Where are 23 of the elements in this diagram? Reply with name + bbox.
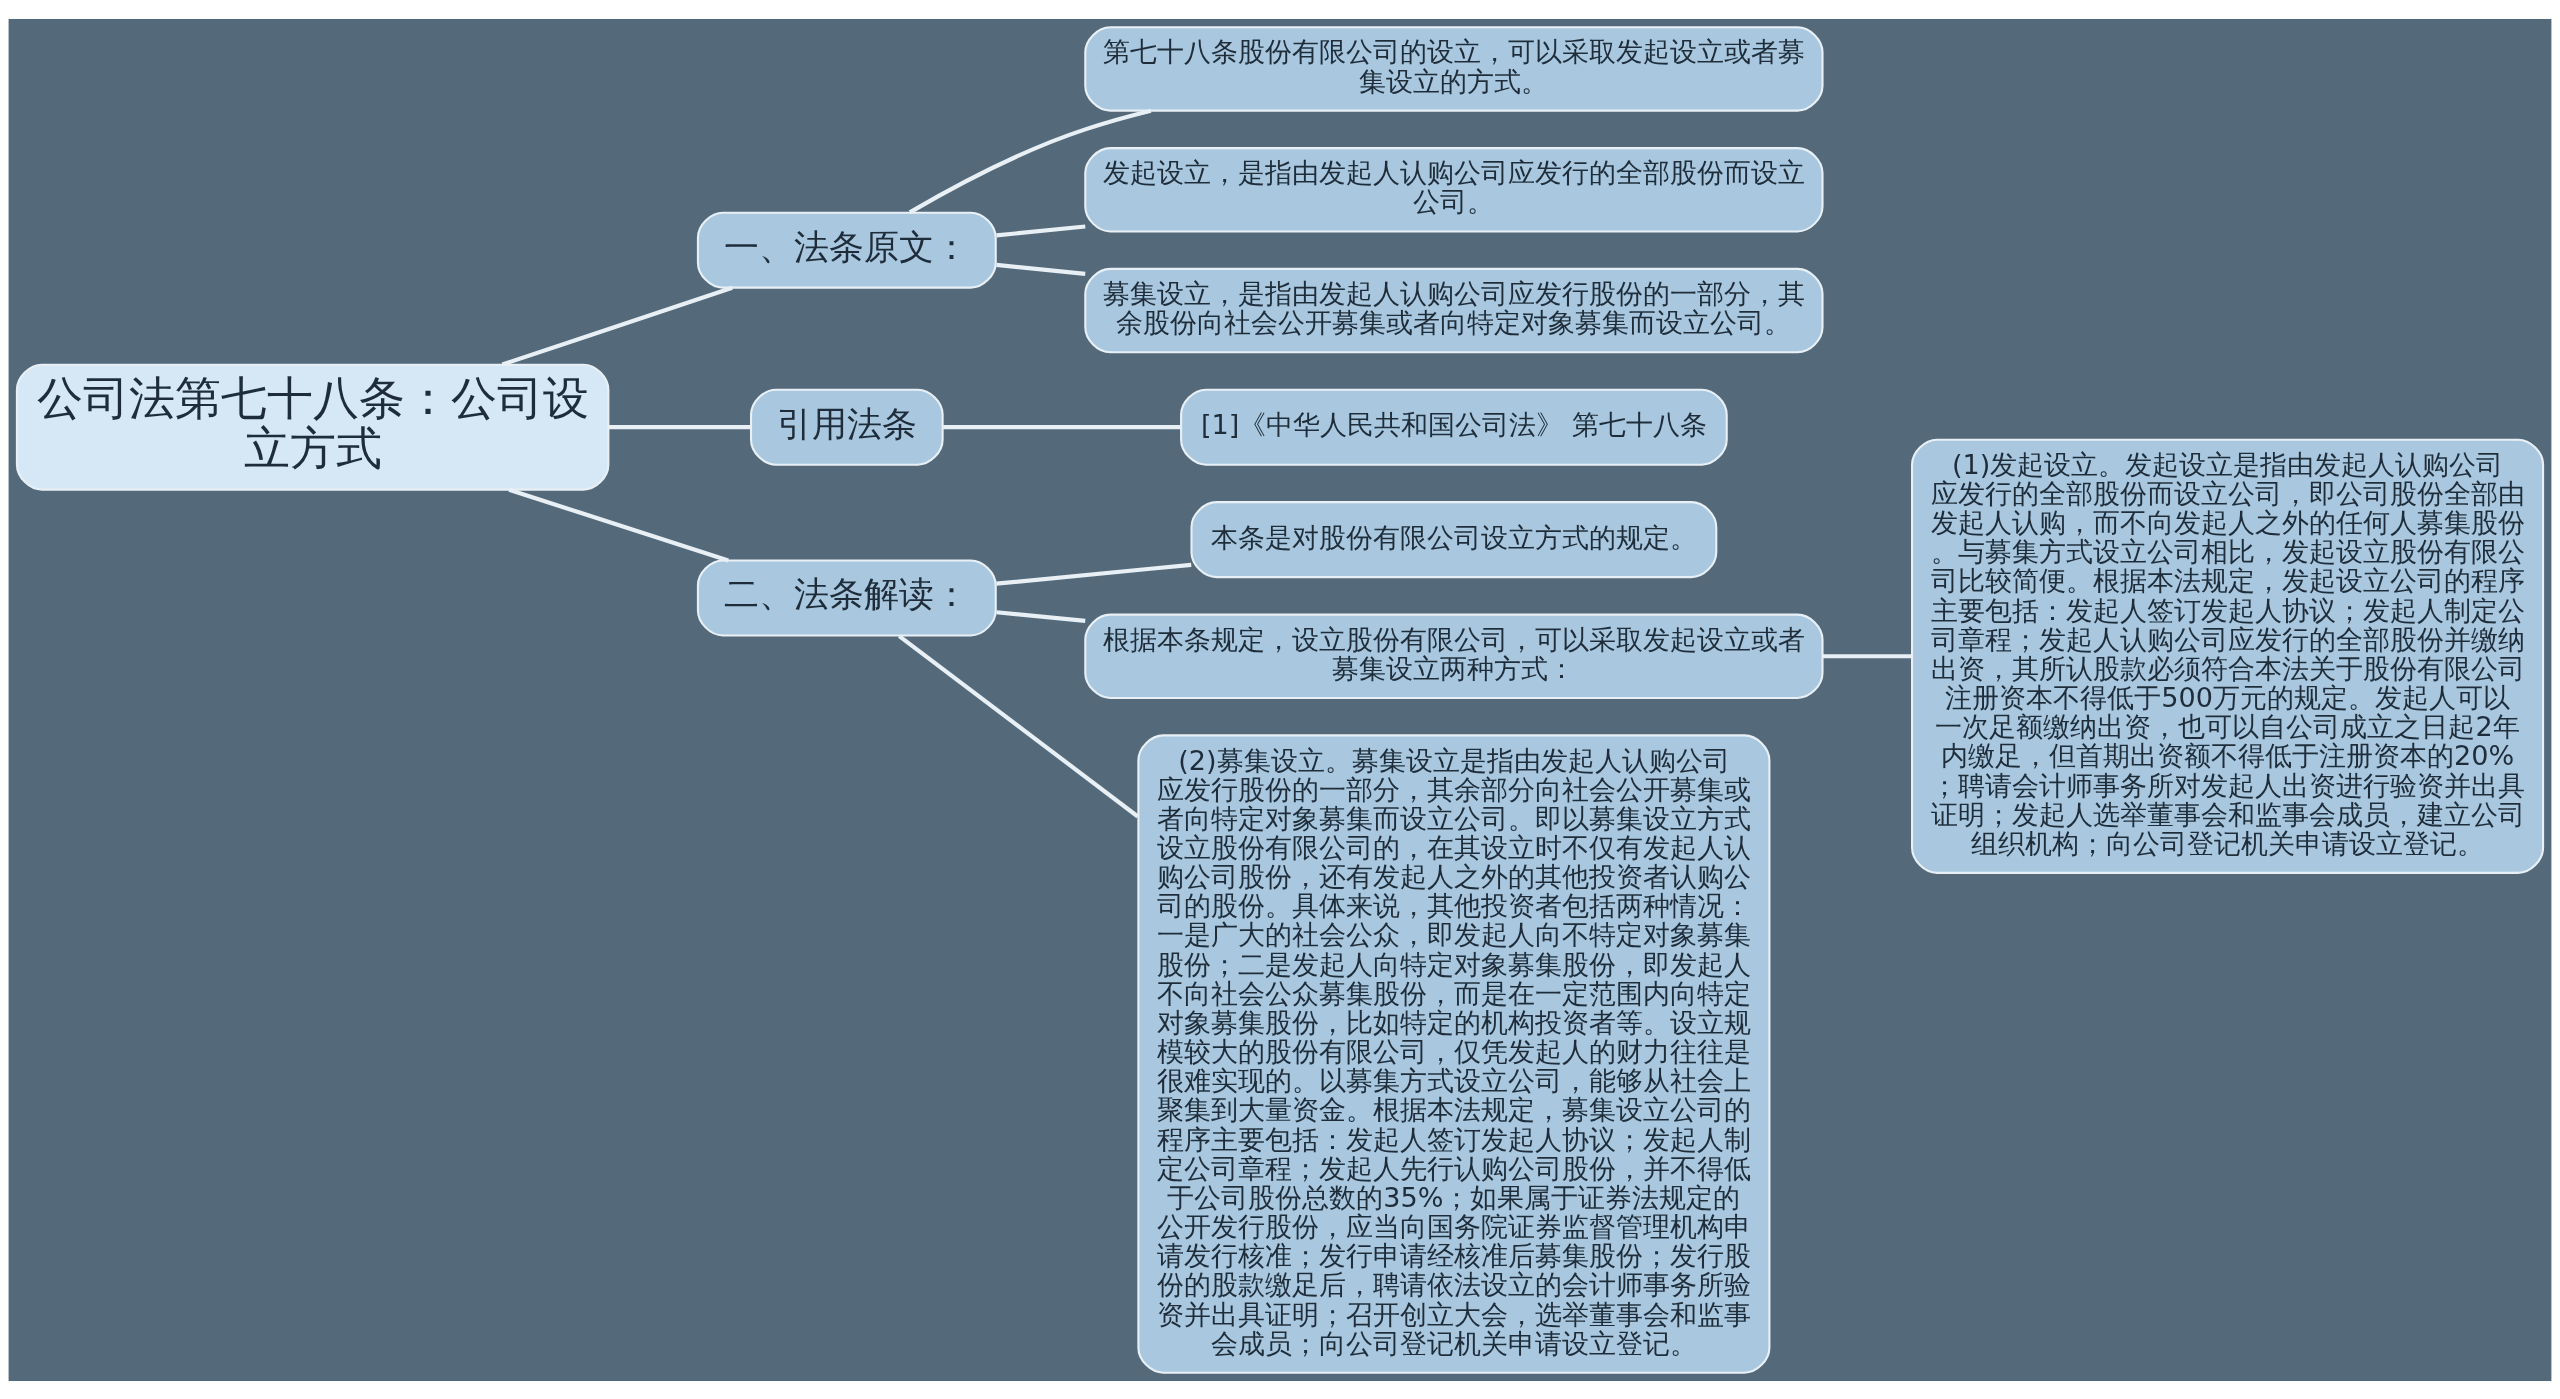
node-box: 一、法条原文： — [696, 211, 997, 289]
node-box: (2)募集设立。募集设立是指由发起人认购公司应发行股份的一部分，其余部分向社会公开募集或者向特定对象募集而设立公司。即以募集设立方式设立股份有限公司的，在其设立时不仅有发起人认购公司股份，还有发起人之外的其他投资者认购公司的股份。具体来说，其他投资者包括两种情况：一是广大的社会公众，即发起人向不特定对象募集股份；二是发起人向特定对象募集股份，即发起人不向社会公众募集股份，而是在一定范围内向特定对象募集股份，比如特定的机构投资者等。设立规模较大的股份有限公司，仅凭发起人的财力往往是很难实现的。以募集方式设立公司，能够从社会上聚集到大量资金。根据本法规定，募集设立公司的程序主要包括：发起人签订发起人协议；发起人制定公司章程；发起人先行认购公司股份，并不得低于公司股份总数的35%；如果属于证券法规定的公开发行股份，应当向国务院证券监督管理机构申请发行核准；发行申请经核准后募集股份；发行股份的股款缴足后，聘请依法设立的会计师事务所验资并出具证明；召开创立大会，选举董事会和监事会成员；向公司登记机关申请设立登记。 — [1137, 733, 1771, 1374]
node-box: 引用法条 — [750, 388, 944, 466]
connector — [996, 223, 1086, 237]
node-box: 公司法第七十八条：公司设立方式 — [15, 363, 610, 491]
connector — [501, 285, 733, 366]
node-box: 本条是对股份有限公司设立方式的规定。 — [1190, 500, 1718, 578]
connector — [608, 424, 751, 429]
node-box: 根据本条规定，设立股份有限公司，可以采取发起设立或者募集设立两种方式： — [1084, 613, 1824, 699]
node-box: 二、法条解读： — [696, 558, 997, 636]
connector — [508, 487, 729, 562]
connector — [996, 609, 1086, 623]
node-box: 发起设立，是指由发起人认购公司应发行的全部股份而设立公司。 — [1084, 146, 1824, 232]
node-box: 募集设立，是指由发起人认购公司应发行股份的一部分，其余股份向社会公开募集或者向特定对象募集而设立公司。 — [1084, 267, 1824, 353]
connector — [908, 108, 1152, 214]
connector — [943, 424, 1181, 429]
connector — [996, 562, 1192, 586]
node-box: (1)发起设立。发起设立是指由发起人认购公司应发行的全部股份而设立公司，即公司股份全部由发起人认购，而不向发起人之外的任何人募集股份。与募集方式设立公司相比，发起设立股份有限公司比较简便。根据本法规定，发起设立公司的程序主要包括：发起人签订发起人协议；发起人制定公司章程；发起人认购公司应发行的全部股份并缴纳出资，其所认股款必须符合本法关于股份有限公司注册资本不得低于500万元的规定。发起人可以一次足额缴纳出资，也可以自公司成立之日起2年内缴足，但首期出资额不得低于注册资本的20%；聘请会计师事务所对发起人出资进行验资并出具证明；发起人选举董事会和监事会成员，建立公司组织机构；向公司登记机关申请设立登记。 — [1911, 438, 2545, 874]
connector — [898, 633, 1140, 818]
node-box: [1]《中华人民共和国公司法》 第七十八条 — [1180, 388, 1728, 466]
connector — [1822, 653, 1912, 658]
node-box: 第七十八条股份有限公司的设立，可以采取发起设立或者募集设立的方式。 — [1084, 25, 1824, 112]
connector — [996, 262, 1086, 276]
